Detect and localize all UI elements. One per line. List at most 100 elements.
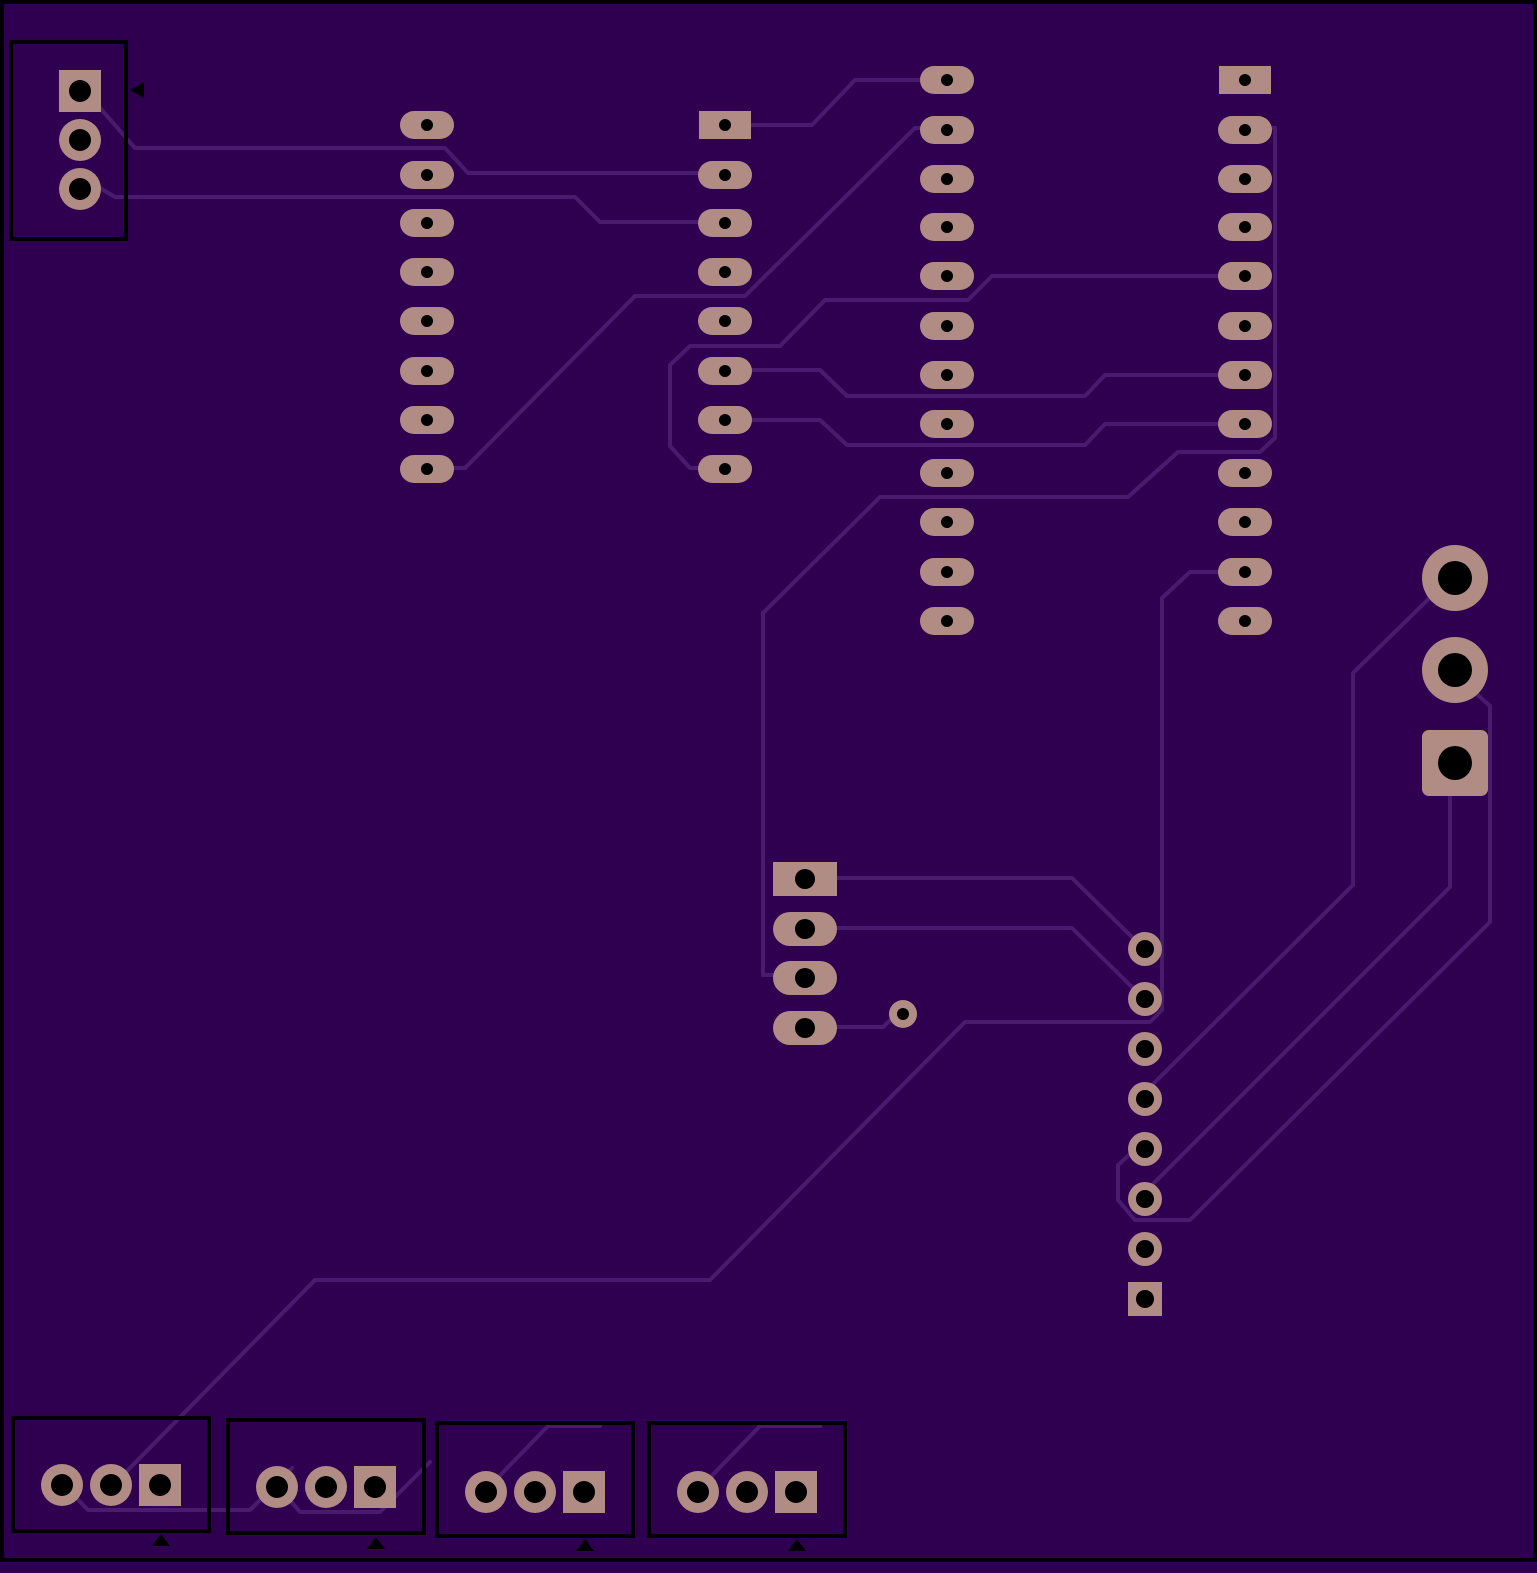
drill-hole <box>421 315 433 327</box>
header-3pin-bottom-2-outline <box>226 1418 426 1535</box>
trace <box>723 418 1245 447</box>
drill-hole <box>941 173 953 185</box>
drill-hole <box>1239 124 1251 136</box>
drill-hole <box>1136 1290 1154 1308</box>
header-3pin-bottom-4-outline <box>647 1421 847 1538</box>
drill-hole <box>1136 990 1154 1008</box>
drill-hole <box>69 178 91 200</box>
drill-hole <box>736 1481 758 1503</box>
drill-hole <box>941 320 953 332</box>
drill-hole <box>421 169 433 181</box>
drill-hole <box>421 266 433 278</box>
drill-hole <box>941 221 953 233</box>
trace <box>668 274 1245 470</box>
drill-hole <box>719 315 731 327</box>
trace <box>123 570 1245 1475</box>
drill-hole <box>573 1481 595 1503</box>
drill-hole <box>719 414 731 426</box>
drill-hole <box>941 124 953 136</box>
trace <box>801 926 1142 997</box>
drill-hole <box>1136 1090 1154 1108</box>
drill-hole <box>1136 1190 1154 1208</box>
drill-hole <box>1136 1140 1154 1158</box>
drill-hole <box>941 467 953 479</box>
trace <box>723 368 1245 398</box>
drill-hole <box>795 1018 815 1038</box>
drill-hole <box>687 1481 709 1503</box>
trace <box>484 1424 602 1492</box>
drill-hole <box>421 119 433 131</box>
header-3pin-bottom-3-outline <box>435 1421 635 1538</box>
drill-hole <box>941 615 953 627</box>
drill-hole <box>1136 940 1154 958</box>
drill-hole <box>795 869 815 889</box>
trace <box>801 876 1142 947</box>
drill-hole <box>719 169 731 181</box>
trace <box>1138 576 1452 1099</box>
trace <box>98 186 727 224</box>
drill-hole <box>149 1474 171 1496</box>
drill-hole <box>421 365 433 377</box>
drill-hole <box>1438 561 1472 595</box>
drill-hole <box>1239 173 1251 185</box>
trace <box>443 126 947 470</box>
header-3pin-bottom-1-outline <box>11 1416 211 1533</box>
drill-hole <box>421 217 433 229</box>
drill-hole <box>719 217 731 229</box>
drill-hole <box>719 463 731 475</box>
drill-hole <box>719 119 731 131</box>
drill-hole <box>69 129 91 151</box>
drill-hole <box>1136 1040 1154 1058</box>
drill-hole <box>51 1474 73 1496</box>
drill-hole <box>795 919 815 939</box>
pin1-marker <box>367 1537 385 1549</box>
drill-hole <box>315 1476 337 1498</box>
pin1-marker <box>788 1539 806 1551</box>
drill-hole <box>1239 467 1251 479</box>
drill-hole <box>719 266 731 278</box>
drill-hole <box>941 369 953 381</box>
drill-hole <box>1239 369 1251 381</box>
trace <box>696 1424 822 1492</box>
drill-hole <box>941 566 953 578</box>
drill-hole <box>1239 516 1251 528</box>
drill-hole <box>421 414 433 426</box>
header-3pin-top-left-outline <box>9 40 128 241</box>
drill-hole <box>1239 320 1251 332</box>
drill-hole <box>1239 270 1251 282</box>
drill-hole <box>785 1481 807 1503</box>
drill-hole <box>1136 1240 1154 1258</box>
drill-hole <box>1438 746 1472 780</box>
drill-hole <box>941 74 953 86</box>
drill-hole <box>266 1476 288 1498</box>
silkscreen-outlines <box>9 40 847 1551</box>
drill-hole <box>364 1476 386 1498</box>
drill-hole <box>1239 74 1251 86</box>
drill-hole <box>100 1474 122 1496</box>
pin1-marker <box>152 1534 170 1546</box>
drill-hole <box>941 516 953 528</box>
trace <box>723 78 947 127</box>
pin1-marker <box>130 82 144 98</box>
trace <box>761 126 1277 977</box>
drill-hole <box>795 968 815 988</box>
component-pads <box>41 66 1488 1513</box>
drill-hole <box>1239 418 1251 430</box>
pin1-marker <box>576 1539 594 1551</box>
drill-hole <box>1239 615 1251 627</box>
copper-traces <box>60 78 1492 1514</box>
drill-hole <box>1438 653 1472 687</box>
drill-hole <box>941 270 953 282</box>
drill-hole <box>1239 566 1251 578</box>
drill-hole <box>1239 221 1251 233</box>
drill-hole <box>719 365 731 377</box>
drill-hole <box>941 418 953 430</box>
drill-hole <box>421 463 433 475</box>
trace <box>1116 668 1492 1222</box>
trace <box>1138 758 1452 1199</box>
trace <box>98 106 727 175</box>
drill-hole <box>524 1481 546 1503</box>
